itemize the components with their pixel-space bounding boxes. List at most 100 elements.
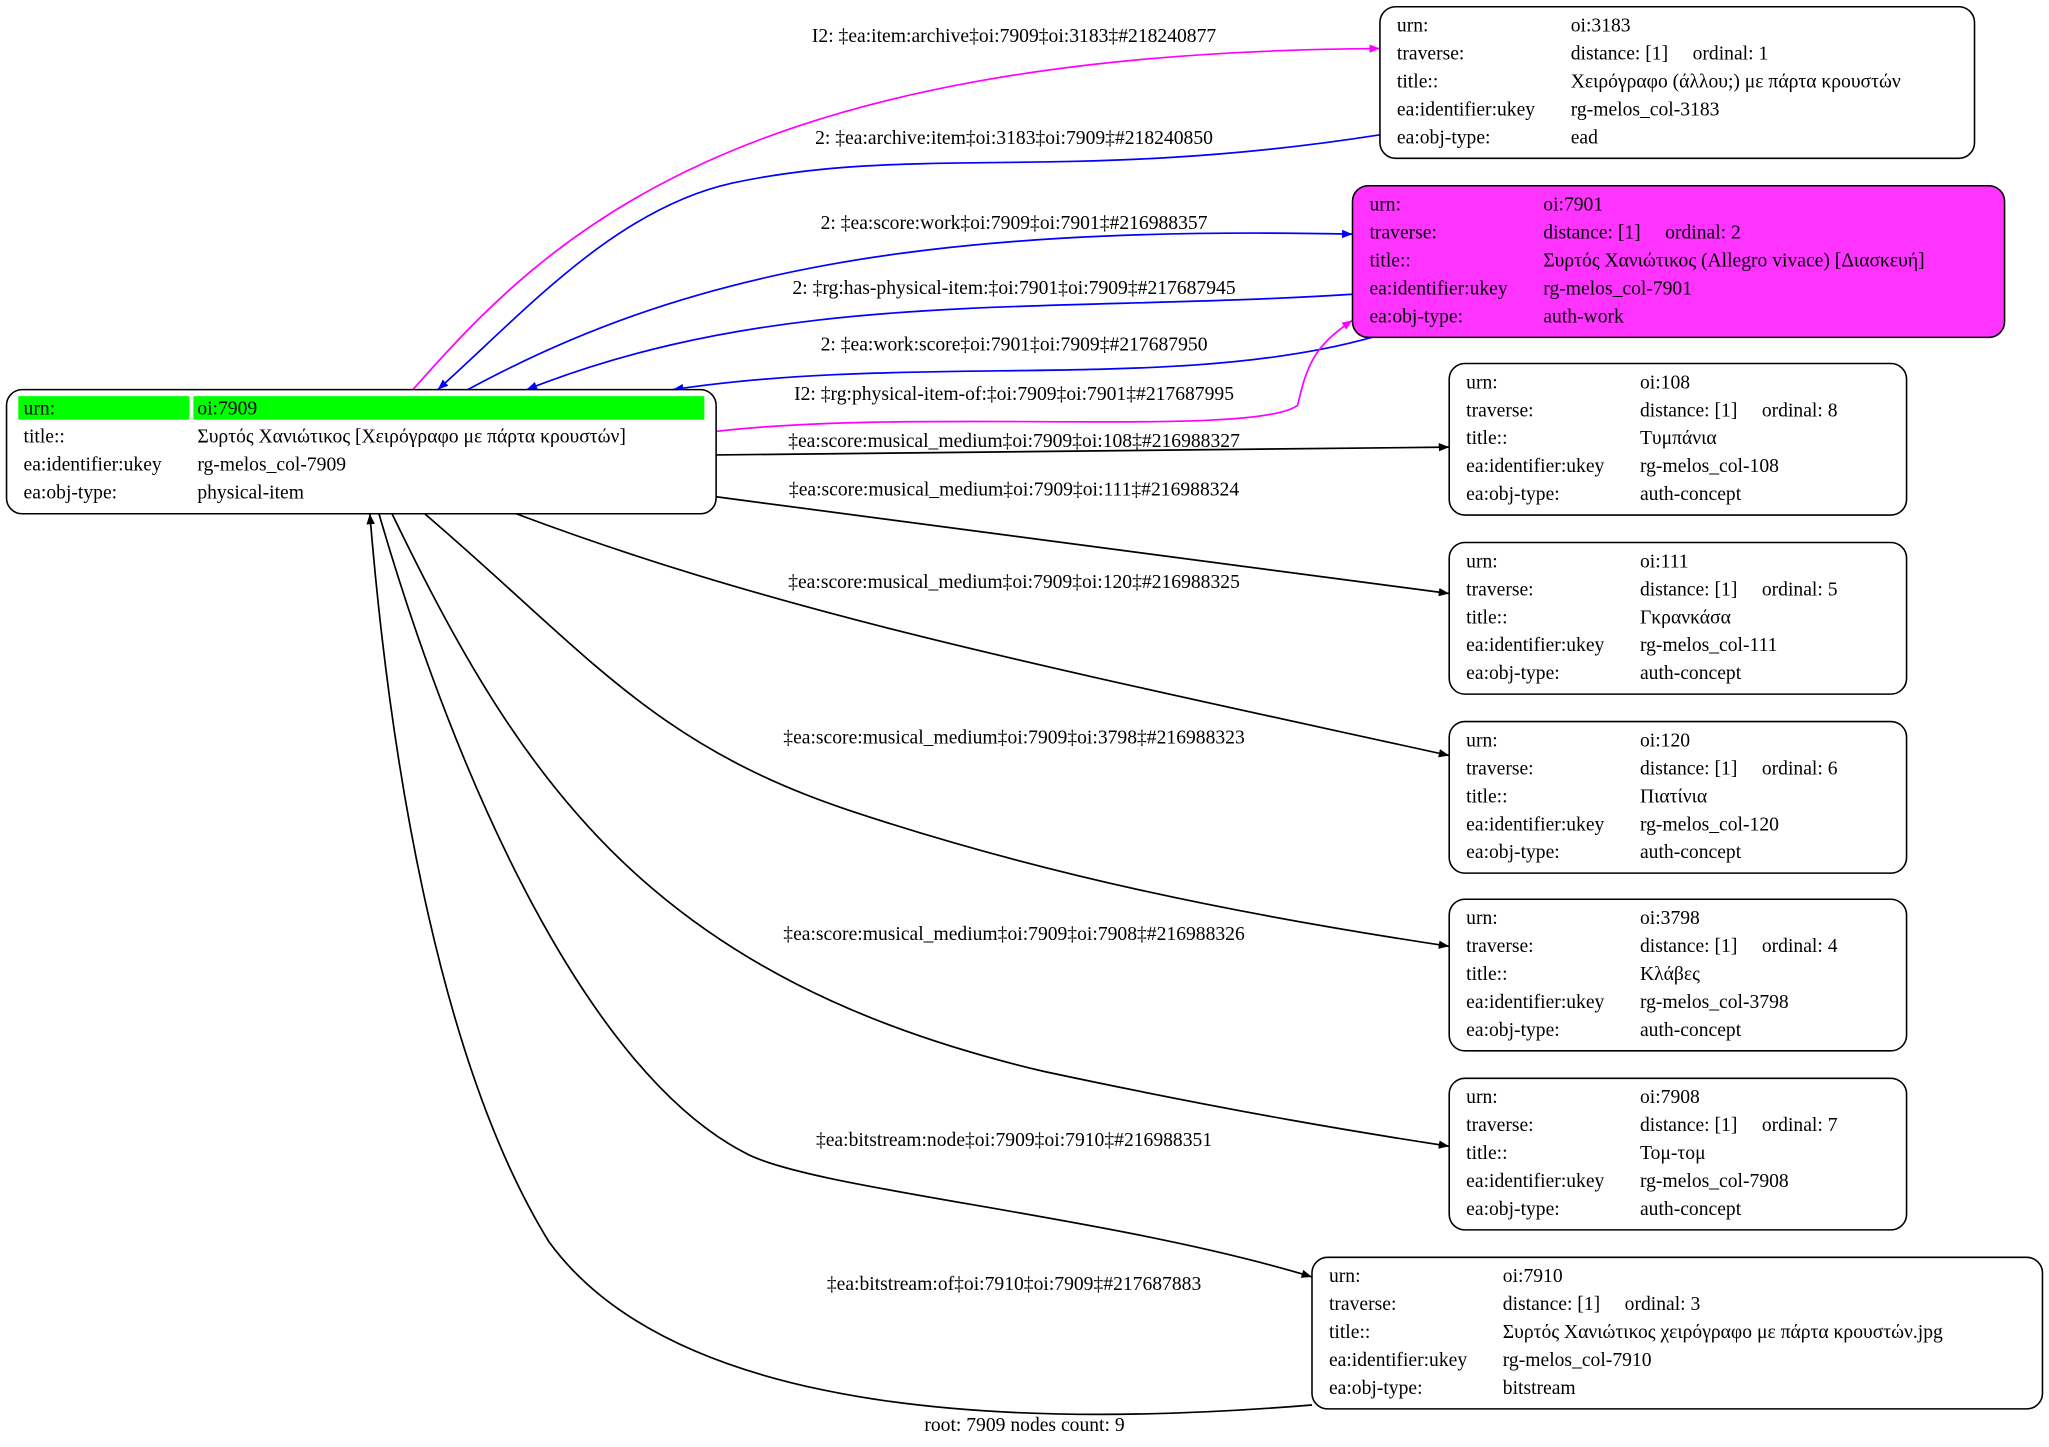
- edge-label: ‡ea:score:musical_medium‡oi:7909‡oi:111‡…: [789, 479, 1239, 500]
- node-field-value: rg-melos_col-108: [1640, 456, 1779, 477]
- edge-label: ‡ea:score:musical_medium‡oi:7909‡oi:3798…: [783, 728, 1245, 749]
- node-field-value: distance: [1] ordinal: 5: [1640, 579, 1838, 600]
- node-box: [1448, 362, 1908, 516]
- node-field-key: urn:: [1466, 730, 1498, 751]
- node-field-value: oi:7901: [1543, 195, 1603, 216]
- node-box: [1448, 898, 1908, 1052]
- edge-medium-108: [716, 443, 1450, 456]
- edge-archive-item: [437, 133, 1381, 391]
- edge-labels: I2: ‡ea:item:archive‡oi:7909‡oi:3183‡#21…: [783, 26, 1245, 1295]
- node-field-value: auth-concept: [1640, 1199, 1742, 1220]
- node-field-key: ea:obj-type:: [1329, 1378, 1423, 1399]
- node-field-key: title::: [1466, 786, 1507, 807]
- node-field-key: traverse:: [1397, 44, 1464, 65]
- edge-has-physical-item: [526, 293, 1353, 391]
- node-field-value: auth-concept: [1640, 663, 1742, 684]
- edge-medium-120: [515, 512, 1450, 758]
- node-field-key: ea:obj-type:: [1466, 842, 1560, 863]
- node-field-key: ea:obj-type:: [1466, 484, 1560, 505]
- root-highlight: [193, 396, 705, 420]
- edge-label: ‡ea:bitstream:of‡oi:7910‡oi:7909‡#217687…: [827, 1274, 1202, 1295]
- edge-work-score: [672, 336, 1373, 393]
- node-field-value: oi:120: [1640, 730, 1690, 751]
- node-field-key: ea:obj-type:: [24, 482, 118, 503]
- node-box: [1379, 5, 1976, 160]
- edge-label: I2: ‡ea:item:archive‡oi:7909‡oi:3183‡#21…: [812, 26, 1217, 47]
- edge-label: I2: ‡rg:physical-item-of:‡oi:7909‡oi:790…: [794, 384, 1234, 405]
- node-field-value: distance: [1] ordinal: 7: [1640, 1115, 1838, 1136]
- node-field-key: title::: [1397, 71, 1438, 92]
- node-field-key: title::: [1466, 1143, 1507, 1164]
- node-field-value: Τομ-τομ: [1640, 1143, 1706, 1164]
- node-field-key: urn:: [1369, 195, 1401, 216]
- edge-medium-3798: [424, 513, 1450, 949]
- edge-label: ‡ea:score:musical_medium‡oi:7909‡oi:108‡…: [788, 431, 1240, 452]
- node-box: [1351, 184, 2006, 339]
- footer-caption: root: 7909 nodes count: 9: [924, 1415, 1124, 1436]
- node-field-key: ea:identifier:ukey: [1466, 1171, 1604, 1192]
- node-field-value: distance: [1] ordinal: 6: [1640, 758, 1838, 779]
- node-field-value: oi:7908: [1640, 1087, 1700, 1108]
- edge-medium-7908: [391, 513, 1450, 1149]
- node-field-key: title::: [24, 426, 65, 447]
- edge-medium-111: [715, 495, 1450, 597]
- node-field-value: rg-melos_col-7909: [197, 454, 346, 475]
- node-n108[interactable]: urn: oi:108 traverse: distance: [1] ordinal…: [1448, 362, 1908, 516]
- node-field-key: traverse:: [1466, 758, 1533, 779]
- node-field-key: ea:obj-type:: [1466, 1020, 1560, 1041]
- root-highlight: [18, 396, 190, 420]
- edge-label: ‡ea:bitstream:node‡oi:7909‡oi:7910‡#2169…: [816, 1130, 1212, 1151]
- node-field-value: rg-melos_col-7908: [1640, 1171, 1789, 1192]
- node-field-key: traverse:: [1466, 579, 1533, 600]
- node-field-value: oi:108: [1640, 372, 1690, 393]
- node-field-value: bitstream: [1503, 1378, 1576, 1399]
- node-field-value: Τυμπάνια: [1640, 428, 1717, 449]
- node-box: [1311, 1256, 2044, 1410]
- node-n120[interactable]: urn: oi:120 traverse: distance: [1] ordinal…: [1448, 720, 1908, 874]
- edge-label: ‡ea:score:musical_medium‡oi:7909‡oi:7908…: [783, 924, 1245, 945]
- node-field-key: title::: [1466, 964, 1507, 985]
- edges: [366, 44, 1450, 1416]
- node-field-value: auth-concept: [1640, 842, 1742, 863]
- node-field-key: traverse:: [1329, 1294, 1396, 1315]
- node-field-key: ea:identifier:ukey: [24, 454, 162, 475]
- node-field-key: ea:identifier:ukey: [1466, 456, 1604, 477]
- node-field-key: ea:obj-type:: [1466, 1199, 1560, 1220]
- node-field-value: Χειρόγραφο (άλλου;) με πάρτα κρουστών: [1571, 71, 1901, 92]
- node-box: [5, 388, 717, 515]
- node-field-key: traverse:: [1466, 400, 1533, 421]
- node-field-key: title::: [1329, 1322, 1370, 1343]
- node-box: [1448, 1077, 1908, 1231]
- node-field-value: distance: [1] ordinal: 8: [1640, 400, 1838, 421]
- node-field-value: oi:111: [1640, 551, 1689, 572]
- node-field-key: urn:: [1466, 372, 1498, 393]
- node-field-value: oi:7910: [1503, 1266, 1563, 1287]
- node-field-value: ead: [1571, 127, 1598, 148]
- node-field-value: Γκρανκάσα: [1640, 607, 1731, 628]
- edge-score-work: [467, 229, 1353, 391]
- node-field-value: oi:7909: [197, 398, 257, 419]
- node-field-key: title::: [1369, 251, 1410, 272]
- node-field-value: rg-melos_col-3798: [1640, 992, 1789, 1013]
- node-field-key: ea:identifier:ukey: [1369, 278, 1507, 299]
- node-field-value: rg-melos_col-7901: [1543, 278, 1692, 299]
- node-field-value: Συρτός Χανιώτικος [Χειρόγραφο με πάρτα κ…: [197, 426, 626, 447]
- edge-physical-item-of: [716, 319, 1353, 433]
- node-field-value: auth-concept: [1640, 484, 1742, 505]
- node-field-key: ea:identifier:ukey: [1466, 635, 1604, 656]
- node-field-key: urn:: [24, 398, 56, 419]
- node-field-value: Κλάβες: [1640, 964, 1700, 985]
- node-box: [1448, 541, 1908, 695]
- node-field-key: ea:identifier:ukey: [1466, 814, 1604, 835]
- node-field-key: urn:: [1466, 908, 1498, 929]
- node-field-key: traverse:: [1369, 223, 1436, 244]
- node-box: [1448, 720, 1908, 874]
